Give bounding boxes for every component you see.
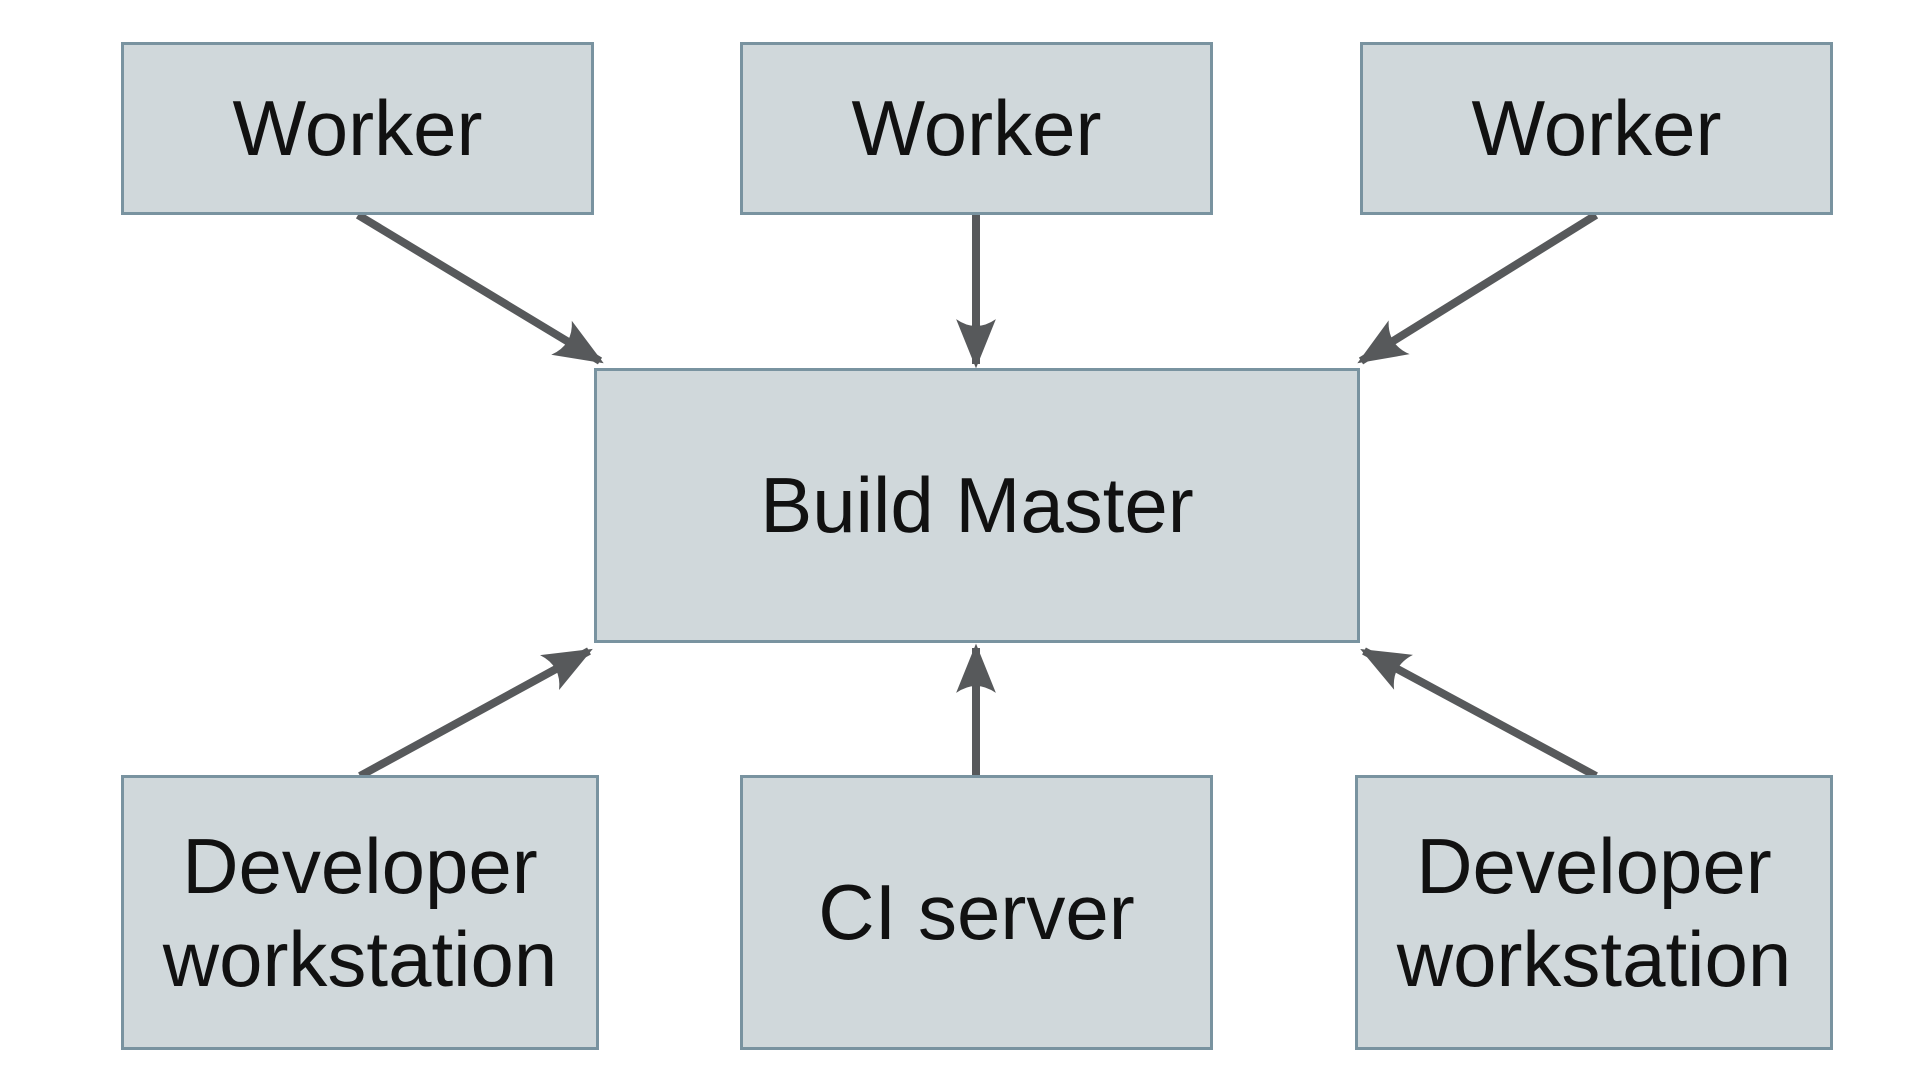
node-ci-server-label: CI server (818, 868, 1135, 957)
arrow-worker-right-to-build-master (1357, 211, 1599, 365)
node-ci-server: CI server (740, 775, 1213, 1050)
node-worker-right: Worker (1360, 42, 1833, 215)
node-developer-workstation-left-label: Developer workstation (162, 822, 558, 1003)
node-developer-workstation-right: Developer workstation (1355, 775, 1833, 1050)
node-worker-left-label: Worker (232, 84, 483, 173)
node-worker-right-label: Worker (1471, 84, 1722, 173)
node-build-master: Build Master (594, 368, 1360, 643)
node-developer-workstation-left: Developer workstation (121, 775, 599, 1050)
node-worker-center: Worker (740, 42, 1213, 215)
arrow-dev-workstation-right-to-build-master (1360, 647, 1598, 780)
node-build-master-label: Build Master (760, 461, 1194, 550)
node-worker-left: Worker (121, 42, 594, 215)
arrow-worker-left-to-build-master (355, 211, 604, 365)
node-developer-workstation-right-label: Developer workstation (1396, 822, 1792, 1003)
node-worker-center-label: Worker (851, 84, 1102, 173)
arrow-dev-workstation-left-to-build-master (358, 647, 593, 780)
